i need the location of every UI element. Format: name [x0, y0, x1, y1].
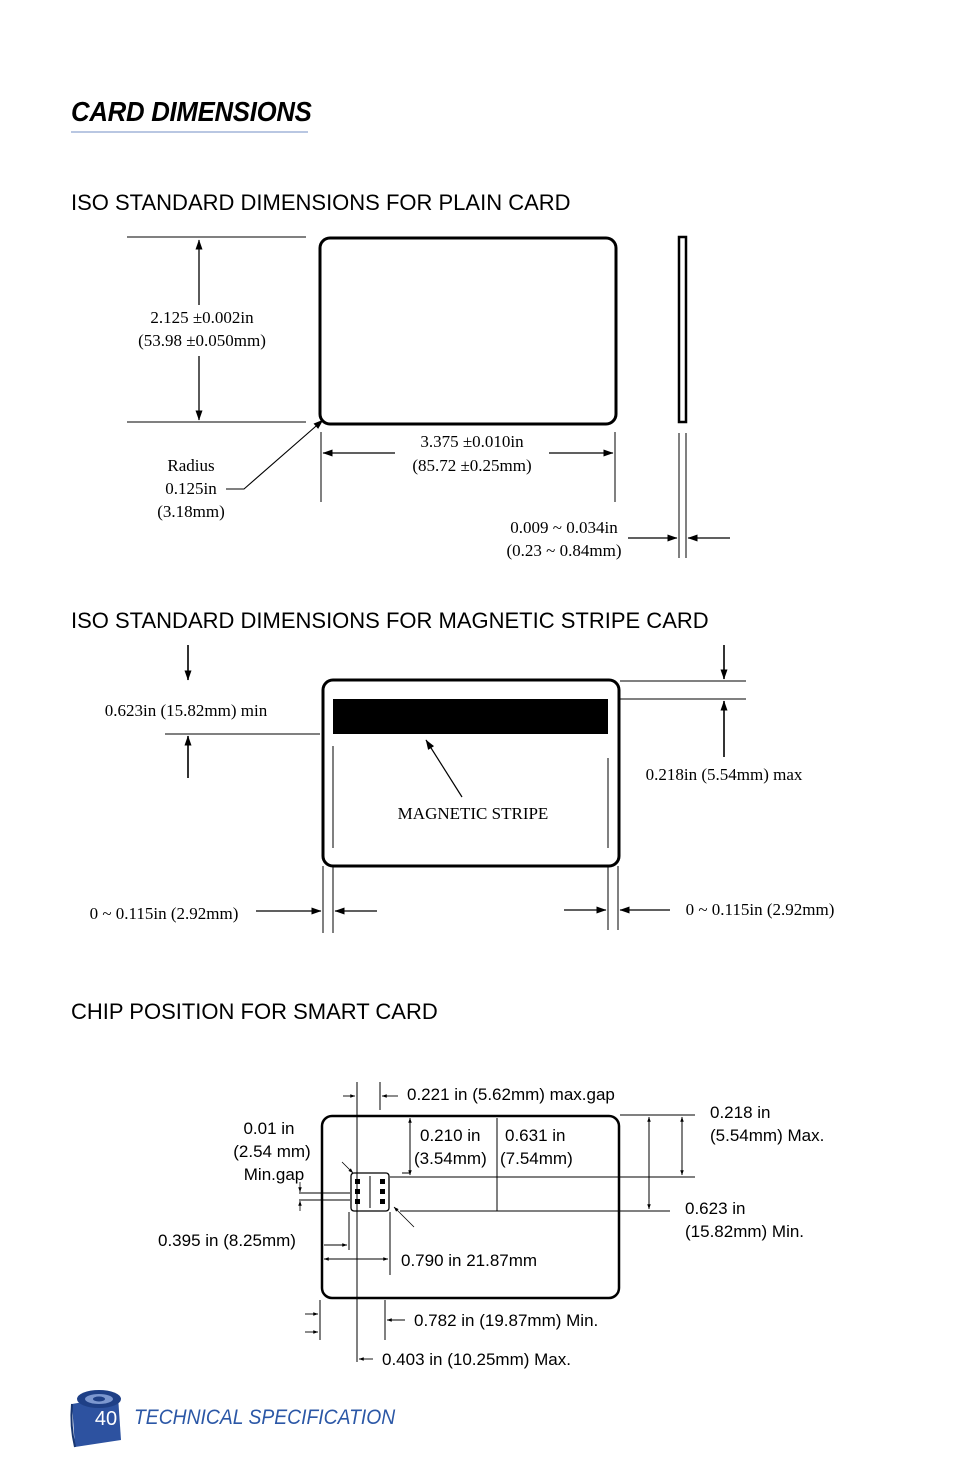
chip-h631-in: 0.631 in — [505, 1126, 566, 1145]
smart-card-heading: CHIP POSITION FOR SMART CARD — [71, 999, 438, 1024]
chip-min623-in: 0.623 in — [685, 1199, 746, 1218]
stripe-left-offset: 0 ~ 0.115in (2.92mm) — [90, 904, 239, 923]
plain-card-outline — [318, 236, 618, 426]
chip — [350, 1172, 390, 1212]
radius-mm: (3.18mm) — [157, 502, 225, 521]
chip-min-gap-in: 0.01 in — [243, 1119, 294, 1138]
magnetic-card-heading: ISO STANDARD DIMENSIONS FOR MAGNETIC STR… — [71, 608, 709, 633]
footer-section-label: TECHNICAL SPECIFICATION — [134, 1406, 396, 1429]
thickness-mm: (0.23 ~ 0.84mm) — [507, 541, 622, 560]
page-title: CARD DIMENSIONS — [71, 96, 312, 127]
plain-width-in: 3.375 ±0.010in — [420, 432, 524, 451]
magnetic-stripe — [333, 699, 608, 734]
chip-w395: 0.395 in (8.25mm) — [158, 1231, 296, 1250]
stripe-label: MAGNETIC STRIPE — [398, 804, 549, 823]
radius-label: Radius — [167, 456, 214, 475]
stripe-min-height: 0.623in (15.82mm) min — [105, 701, 268, 720]
ribbon-roll-icon — [70, 1390, 121, 1448]
chip-max-gap: 0.221 in (5.62mm) max.gap — [407, 1085, 615, 1104]
magnetic-card-diagram: MAGNETIC STRIPE 0.623in (15.82mm) min 0.… — [90, 645, 835, 933]
chip-w403: 0.403 in (10.25mm) Max. — [382, 1350, 571, 1369]
chip-h210-in: 0.210 in — [420, 1126, 481, 1145]
chip-h631-mm: (7.54mm) — [500, 1149, 573, 1168]
plain-width-mm: (85.72 ±0.25mm) — [412, 456, 531, 475]
title-underline — [71, 131, 308, 133]
smart-card-diagram: 0.221 in (5.62mm) max.gap 0.01 in (2.54 … — [158, 1082, 824, 1369]
stripe-top-max: 0.218in (5.54mm) max — [646, 765, 803, 784]
chip-min-gap-mm: (2.54 mm) — [233, 1142, 310, 1161]
chip-min-gap-label: Min.gap — [244, 1165, 304, 1184]
chip-w782: 0.782 in (19.87mm) Min. — [414, 1311, 598, 1330]
thickness-in: 0.009 ~ 0.034in — [510, 518, 618, 537]
magnetic-card-outline — [321, 678, 621, 868]
page-number: 40 — [94, 1408, 118, 1430]
chip-h210-mm: (3.54mm) — [414, 1149, 487, 1168]
plain-card-diagram: 2.125 ±0.002in (53.98 ±0.050mm) 3.375 ±0… — [127, 235, 730, 560]
chip-top-max-in: 0.218 in — [710, 1103, 771, 1122]
chip-w790: 0.790 in 21.87mm — [401, 1251, 537, 1270]
plain-height-mm: (53.98 ±0.050mm) — [138, 331, 266, 350]
radius-in: 0.125in — [165, 479, 217, 498]
chip-min623-mm: (15.82mm) Min. — [685, 1222, 804, 1241]
smart-card-outline — [320, 1114, 621, 1300]
plain-card-heading: ISO STANDARD DIMENSIONS FOR PLAIN CARD — [71, 190, 571, 215]
stripe-right-offset: 0 ~ 0.115in (2.92mm) — [686, 900, 835, 919]
card-side-view — [677, 235, 688, 424]
chip-top-max-mm: (5.54mm) Max. — [710, 1126, 824, 1145]
plain-height-in: 2.125 ±0.002in — [150, 308, 254, 327]
